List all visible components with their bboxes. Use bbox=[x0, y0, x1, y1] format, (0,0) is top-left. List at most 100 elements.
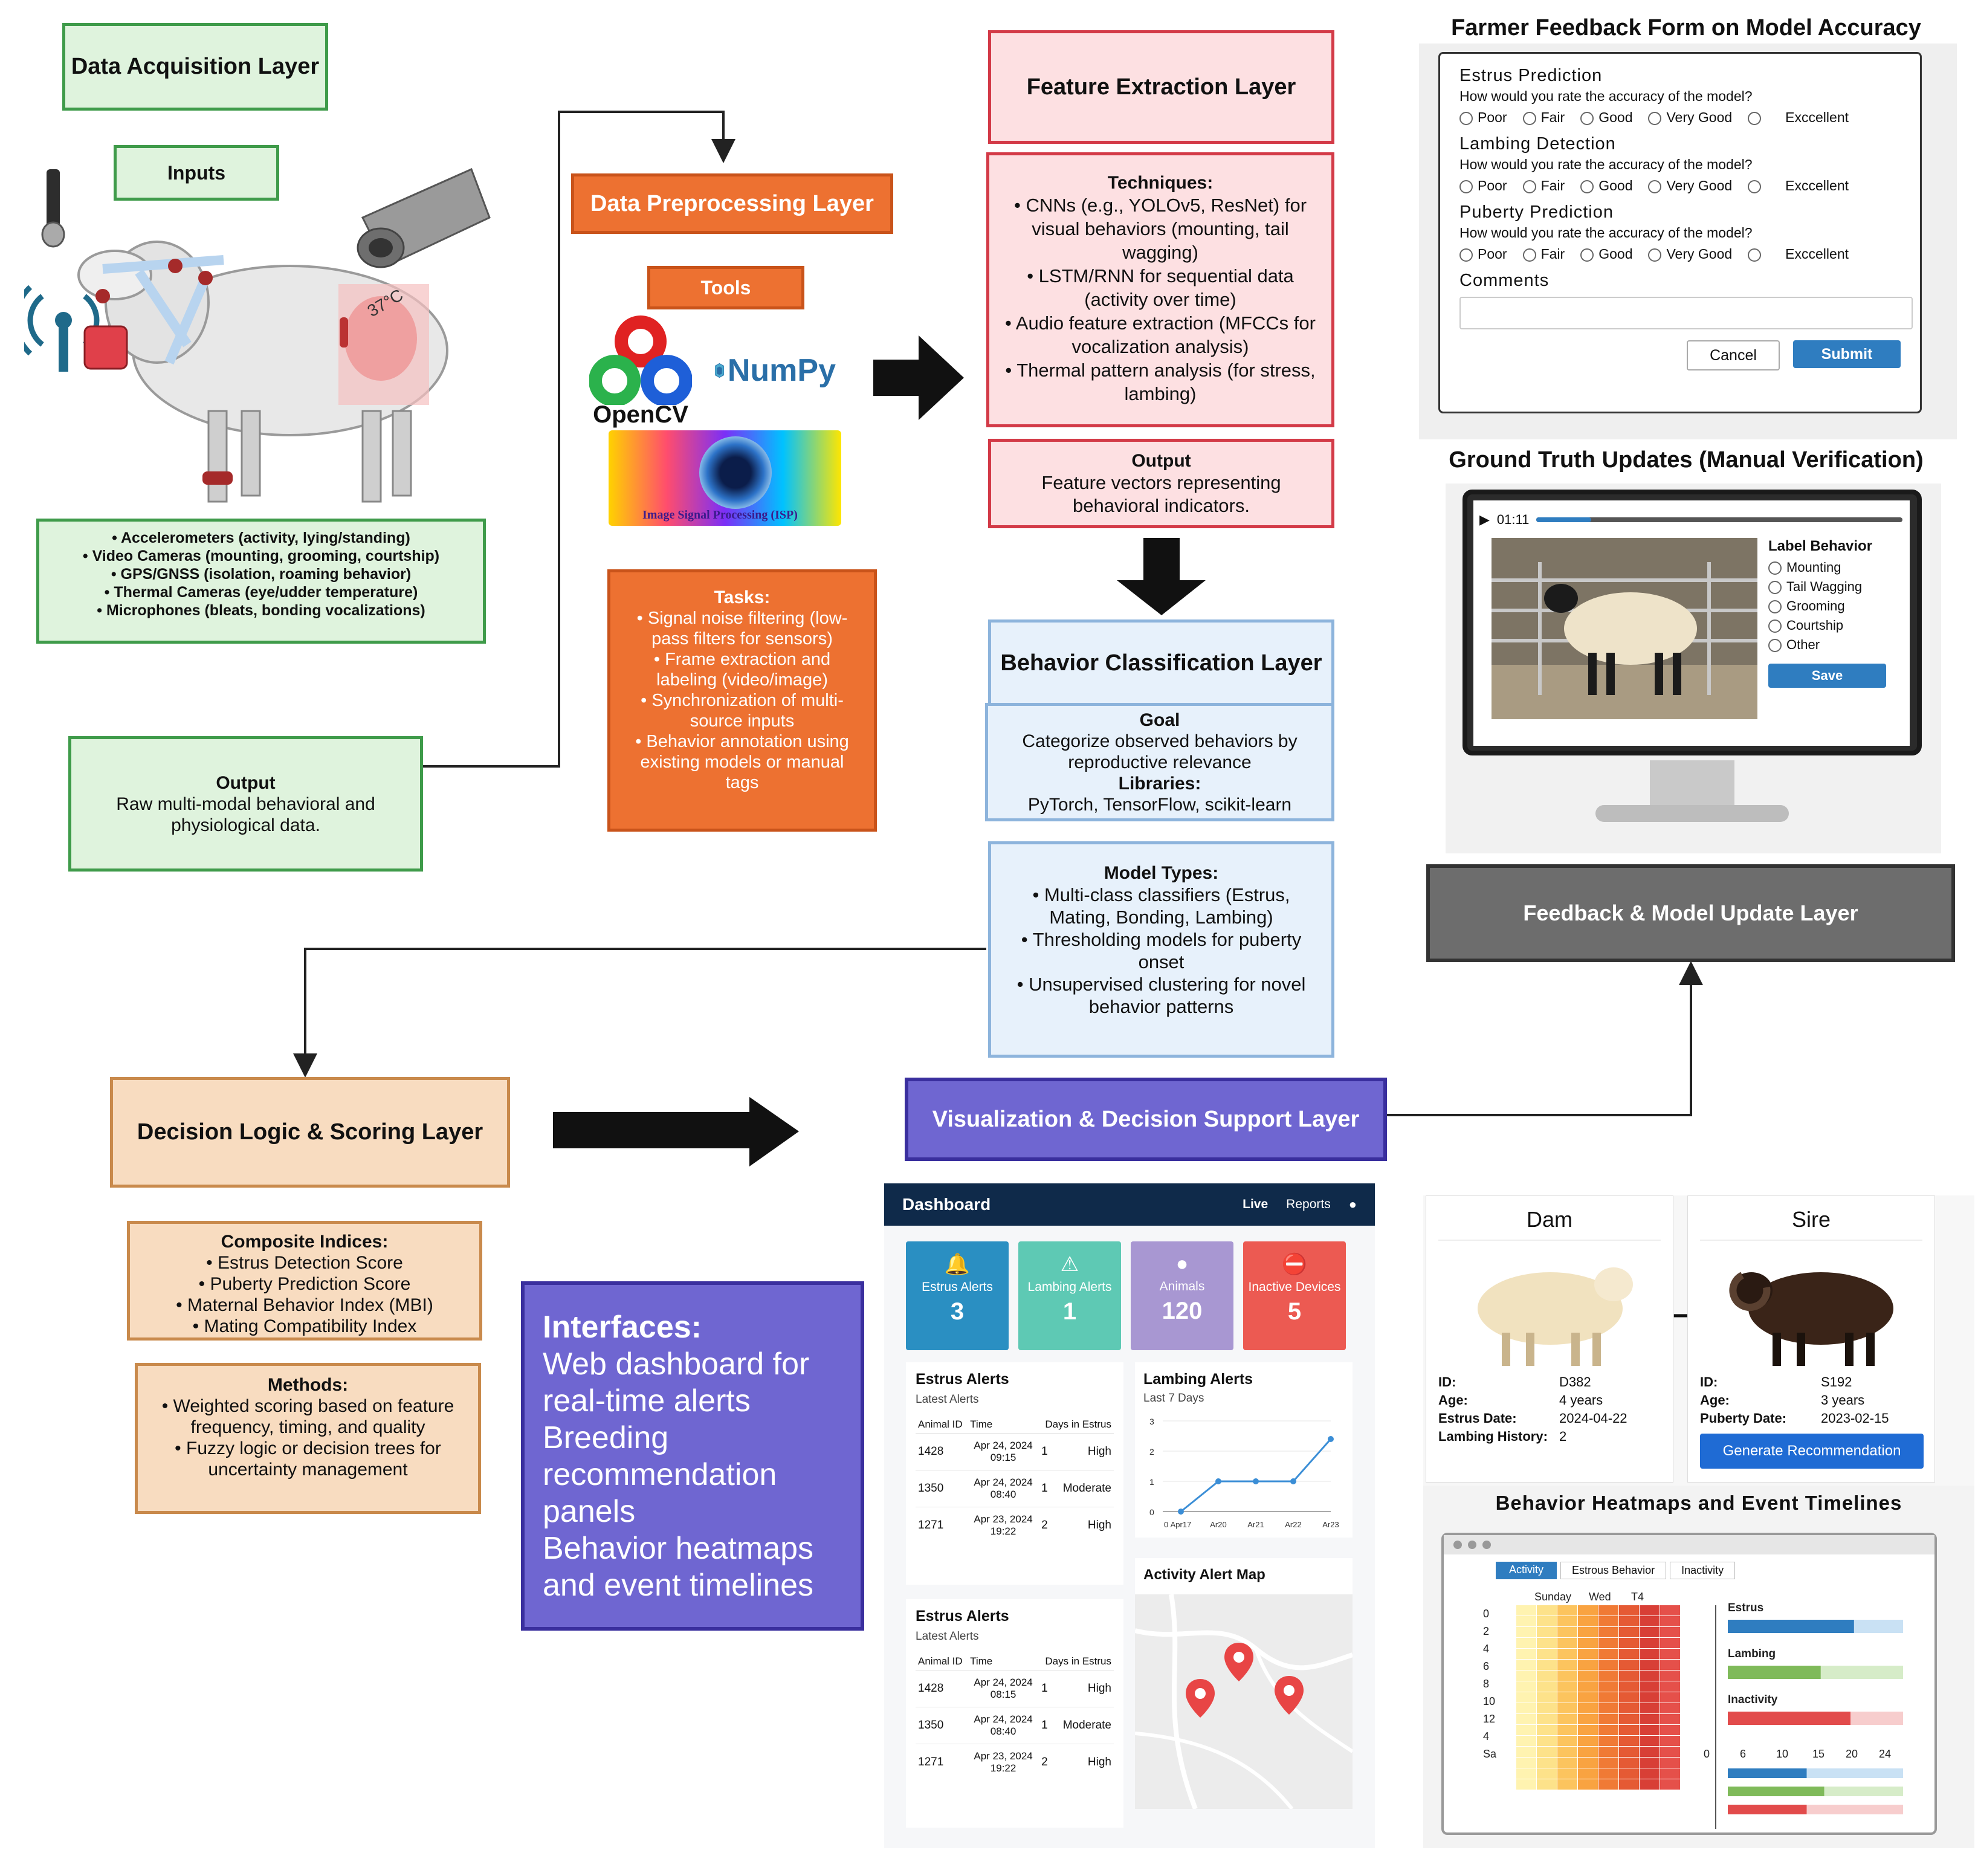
techniques-title: Techniques: bbox=[1107, 173, 1214, 193]
radio-icon[interactable] bbox=[1580, 248, 1594, 262]
radio-icon[interactable] bbox=[1459, 111, 1473, 125]
radio-icon[interactable] bbox=[1580, 111, 1594, 125]
event-bar-fill bbox=[1728, 1620, 1854, 1633]
indices-list: Estrus Detection Score Puberty Predictio… bbox=[138, 1252, 471, 1337]
technique-item: CNNs (e.g., YOLOv5, ResNet) for visual b… bbox=[1001, 193, 1319, 264]
task-item: Behavior annotation using existing model… bbox=[629, 731, 856, 793]
radio-icon[interactable] bbox=[1580, 180, 1594, 193]
submit-button[interactable]: Submit bbox=[1793, 340, 1901, 368]
behavior-option[interactable]: Other bbox=[1768, 637, 1901, 653]
rating-option[interactable]: Exccellent bbox=[1748, 109, 1849, 126]
radio-icon[interactable] bbox=[1648, 248, 1662, 262]
radio-icon[interactable] bbox=[1459, 248, 1473, 262]
radio-icon[interactable] bbox=[1748, 111, 1762, 125]
profile-field: Puberty Date:2023-02-15 bbox=[1700, 1411, 1922, 1426]
radio-icon[interactable] bbox=[1459, 180, 1473, 193]
video-progress-bar[interactable] bbox=[1536, 517, 1902, 522]
radio-icon[interactable] bbox=[1768, 619, 1782, 633]
heatmap-cell bbox=[1578, 1768, 1598, 1779]
rating-option[interactable]: Poor bbox=[1459, 246, 1507, 262]
radio-icon[interactable] bbox=[1522, 111, 1536, 125]
heatmap-cell bbox=[1557, 1758, 1577, 1768]
rating-option[interactable]: Very Good bbox=[1648, 109, 1732, 126]
heatmap-cell bbox=[1537, 1692, 1557, 1703]
heatmap-cell bbox=[1578, 1627, 1598, 1637]
radio-icon[interactable] bbox=[1768, 639, 1782, 653]
comments-field[interactable] bbox=[1459, 297, 1913, 329]
heatmap-cell bbox=[1537, 1681, 1557, 1692]
rating-option[interactable]: Fair bbox=[1522, 109, 1565, 126]
sheep-with-sensors-illustration: 37°C bbox=[24, 167, 491, 503]
radio-icon[interactable] bbox=[1748, 180, 1762, 193]
radio-icon[interactable] bbox=[1768, 600, 1782, 614]
rating-option[interactable]: Exccellent bbox=[1748, 178, 1849, 194]
rating-option[interactable]: Very Good bbox=[1648, 246, 1732, 262]
save-button[interactable]: Save bbox=[1768, 664, 1886, 688]
table-cell: Moderate bbox=[1052, 1707, 1114, 1744]
heatmap-cell bbox=[1578, 1714, 1598, 1724]
tab-estrous-behavior[interactable]: Estrous Behavior bbox=[1560, 1562, 1667, 1579]
microphone-icon bbox=[41, 169, 65, 248]
radio-icon[interactable] bbox=[1522, 180, 1536, 193]
generate-recommendation-button[interactable]: Generate Recommendation bbox=[1700, 1434, 1924, 1469]
warning-icon: ⚠ bbox=[1060, 1253, 1079, 1276]
activity-alert-map[interactable] bbox=[1135, 1594, 1353, 1809]
radio-icon[interactable] bbox=[1768, 561, 1782, 575]
radio-icon[interactable] bbox=[1648, 111, 1662, 125]
rating-option[interactable]: Poor bbox=[1459, 178, 1507, 194]
heatmap-cell bbox=[1578, 1736, 1598, 1746]
behavior-option[interactable]: Tail Wagging bbox=[1768, 579, 1901, 595]
behavior-option[interactable]: Mounting bbox=[1768, 560, 1901, 575]
radio-icon[interactable] bbox=[1648, 180, 1662, 193]
rating-option[interactable]: Good bbox=[1580, 246, 1632, 262]
heatmap-column-label: Wed bbox=[1589, 1591, 1611, 1603]
user-icon[interactable]: ● bbox=[1348, 1197, 1357, 1212]
cancel-button[interactable]: Cancel bbox=[1687, 340, 1780, 370]
tab-inactivity[interactable]: Inactivity bbox=[1670, 1562, 1736, 1579]
lambing-data-point bbox=[1328, 1436, 1334, 1442]
timeline-fill bbox=[1728, 1768, 1807, 1778]
heatmap-cell bbox=[1660, 1627, 1680, 1637]
acquisition-output-text: Raw multi-modal behavioral and physiolog… bbox=[116, 794, 375, 835]
rating-option[interactable]: Good bbox=[1580, 178, 1632, 194]
heatmap-cell bbox=[1598, 1627, 1618, 1637]
x-tick-label: Ar21 bbox=[1247, 1520, 1264, 1529]
behavior-option[interactable]: Courtship bbox=[1768, 618, 1901, 633]
table-cell: Apr 24, 2024 08:40 bbox=[968, 1470, 1039, 1507]
behavior-option[interactable]: Grooming bbox=[1768, 598, 1901, 614]
heatmap-cell bbox=[1660, 1616, 1680, 1626]
rating-option[interactable]: Good bbox=[1580, 109, 1632, 126]
dam-title: Dam bbox=[1526, 1207, 1572, 1232]
radio-icon[interactable] bbox=[1522, 248, 1536, 262]
rating-option[interactable]: Fair bbox=[1522, 178, 1565, 194]
radio-icon[interactable] bbox=[1768, 581, 1782, 595]
nav-live[interactable]: Live bbox=[1243, 1197, 1269, 1211]
heatmap-heading: Behavior Heatmaps and Event Timelines bbox=[1495, 1492, 1902, 1514]
dashboard-title: Dashboard bbox=[902, 1195, 991, 1214]
radio-icon[interactable] bbox=[1748, 248, 1762, 262]
map-pin-icon bbox=[1186, 1679, 1215, 1718]
visualization-layer-title: Visualization & Decision Support Layer bbox=[905, 1078, 1387, 1161]
rating-option[interactable]: Poor bbox=[1459, 109, 1507, 126]
rating-option[interactable]: Fair bbox=[1522, 246, 1565, 262]
nav-reports[interactable]: Reports bbox=[1286, 1197, 1331, 1211]
play-icon[interactable]: ▶ bbox=[1479, 512, 1490, 527]
heatmap-cell bbox=[1557, 1681, 1577, 1692]
tab-activity[interactable]: Activity bbox=[1496, 1562, 1557, 1579]
y-tick-label: 2 bbox=[1149, 1447, 1154, 1457]
heatmap-cell bbox=[1598, 1714, 1618, 1724]
rating-option[interactable]: Exccellent bbox=[1748, 246, 1849, 262]
rating-option[interactable]: Very Good bbox=[1648, 178, 1732, 194]
